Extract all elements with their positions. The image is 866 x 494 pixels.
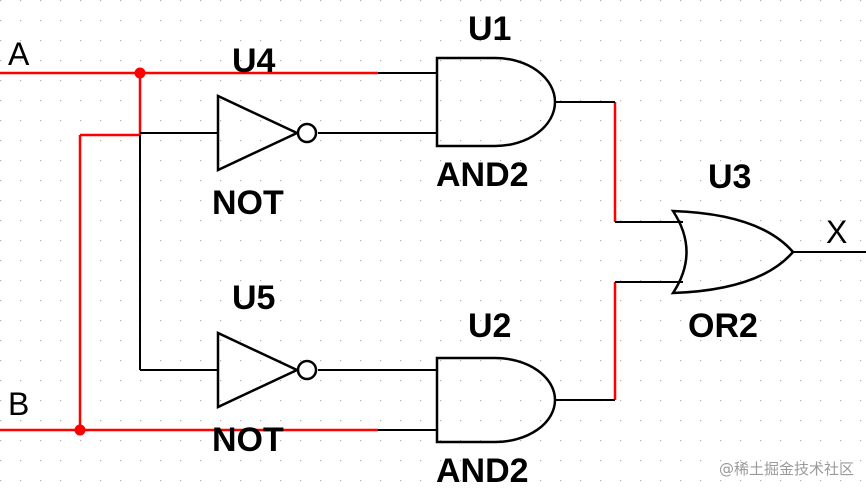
gate-u4-ref: U4 <box>232 42 276 80</box>
gate-u5-ref: U5 <box>232 279 276 317</box>
junction-b <box>74 424 86 436</box>
or-gate-u3-symbol <box>670 209 795 295</box>
and-gate-u2-symbol <box>435 356 557 444</box>
and-gate-u1-symbol <box>435 56 557 148</box>
wires-black <box>139 72 866 431</box>
not-gate-u4-symbol <box>216 94 300 172</box>
input-label-a: A <box>8 36 30 72</box>
output-label-x: X <box>826 214 848 250</box>
gate-u2-ref: U2 <box>468 307 512 345</box>
gate-u1-type: AND2 <box>436 156 529 194</box>
not-gate-u4-bubble <box>296 122 318 144</box>
gate-u2-type: AND2 <box>436 452 529 490</box>
watermark-text: @稀土掘金技术社区 <box>718 460 854 478</box>
gate-u4-type: NOT <box>212 184 284 222</box>
input-label-b: B <box>8 386 30 422</box>
gate-u5-type: NOT <box>212 421 284 459</box>
not-gate-u5-bubble <box>296 359 318 381</box>
junction-a <box>134 67 146 79</box>
gate-u3-ref: U3 <box>708 158 752 196</box>
not-gate-u5-symbol <box>216 331 300 409</box>
wires-red <box>0 71 617 432</box>
gate-u1-ref: U1 <box>468 10 512 48</box>
gate-u3-type: OR2 <box>688 307 758 345</box>
